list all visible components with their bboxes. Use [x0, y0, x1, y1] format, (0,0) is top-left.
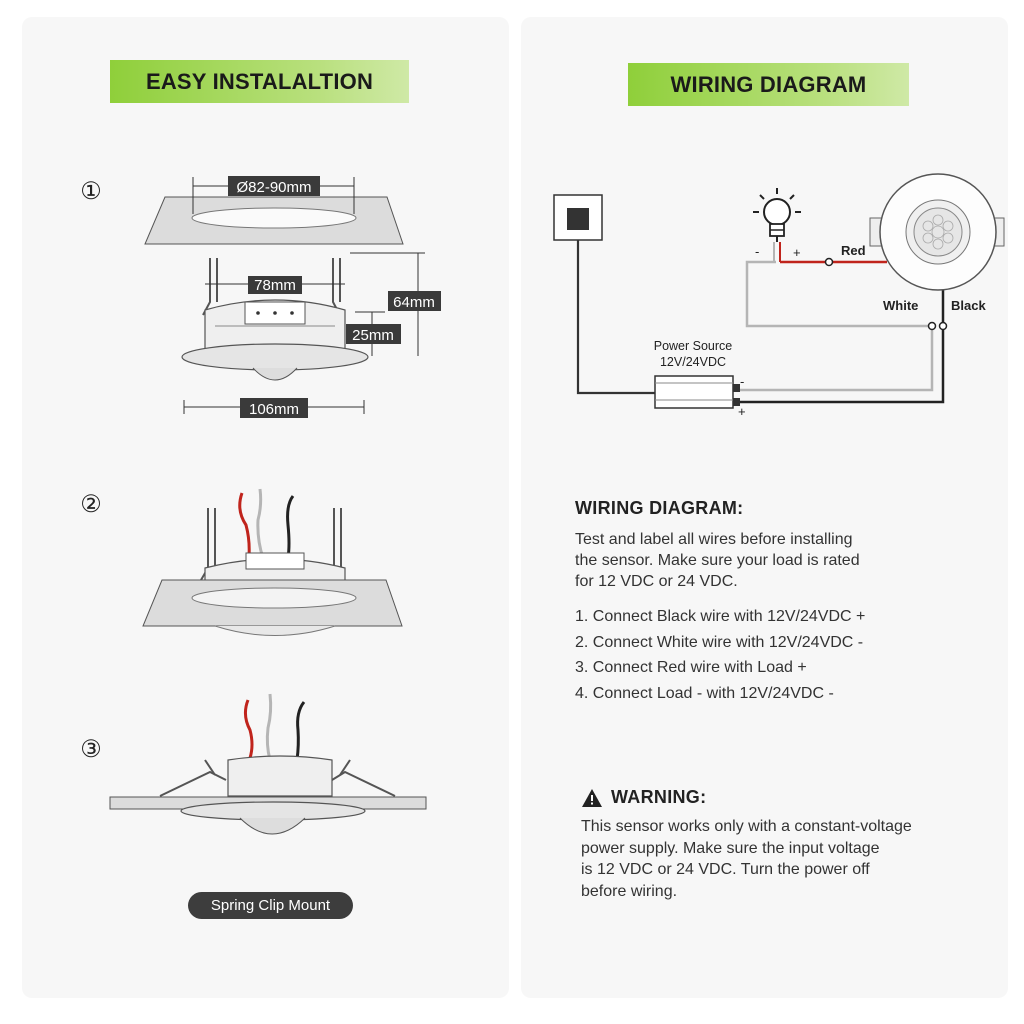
- body-height-label: 25mm: [352, 327, 394, 344]
- red-wire-label: Red: [841, 243, 866, 258]
- total-height-label: 64mm: [393, 294, 435, 311]
- power-source-label: Power Source: [654, 339, 733, 353]
- power-supply: [654, 375, 740, 409]
- cutout-dimension: Ø82-90mm: [192, 176, 355, 214]
- lightbulb-icon: [753, 188, 801, 262]
- bulb-minus-label: -: [755, 244, 759, 259]
- step-number-2: ②: [80, 491, 102, 518]
- warning-icon: [582, 788, 602, 807]
- psu-minus-label: -: [740, 374, 744, 389]
- spring-clip-mount-label: Spring Clip Mount: [188, 892, 353, 919]
- switch-wire: [576, 240, 655, 395]
- cutout-label: Ø82-90mm: [236, 179, 311, 196]
- install-step-2: [142, 488, 403, 636]
- warning-text: This sensor works only with a constant-v…: [581, 818, 912, 900]
- install-step-3: [109, 693, 427, 835]
- wiring-step-3: 3. Connect Red wire with Load +: [575, 659, 807, 676]
- white-wire-label: White: [883, 298, 918, 313]
- wiring-step-2: 2. Connect White wire with 12V/24VDC -: [575, 633, 864, 651]
- wiring-steps: 1. Connect Black wire with 12V/24VDC + 2…: [575, 604, 995, 706]
- body-width-label: 78mm: [254, 277, 296, 294]
- warning-heading: WARNING:: [611, 787, 707, 807]
- wiring-title: WIRING DIAGRAM: [628, 63, 909, 106]
- installation-title: EASY INSTALALTION: [110, 60, 409, 103]
- ceiling-plate-1: [144, 196, 404, 245]
- flange-width-label: 106mm: [249, 401, 299, 418]
- step-number-3: ③: [80, 736, 102, 763]
- motion-sensor: [869, 173, 1005, 291]
- warning-title: WARNING:: [581, 787, 1001, 808]
- wiring-heading: WIRING DIAGRAM:: [575, 498, 744, 518]
- white-wire: [738, 260, 934, 392]
- wiring-instructions: WIRING DIAGRAM: Test and label all wires…: [575, 498, 995, 706]
- wall-switch: [553, 194, 603, 241]
- warning-block: WARNING: This sensor works only with a c…: [581, 787, 1001, 902]
- flange-width-dimension: 106mm: [183, 398, 365, 418]
- sensor-side-view: [181, 258, 369, 381]
- wiring-step-4: 4. Connect Load - with 12V/24VDC -: [575, 684, 834, 702]
- bulb-plus-label: +: [793, 245, 801, 260]
- height-dimension: 64mm 25mm: [346, 252, 441, 356]
- psu-plus-label: +: [738, 404, 746, 419]
- wiring-step-1: 1. Connect Black wire with 12V/24VDC +: [575, 608, 866, 625]
- power-source-voltage: 12V/24VDC: [660, 355, 726, 369]
- body-width-dimension: 78mm: [205, 276, 345, 294]
- wiring-intro: Test and label all wires before installi…: [575, 531, 860, 590]
- black-wire-label: Black: [951, 298, 986, 313]
- step-number-1: ①: [80, 178, 102, 205]
